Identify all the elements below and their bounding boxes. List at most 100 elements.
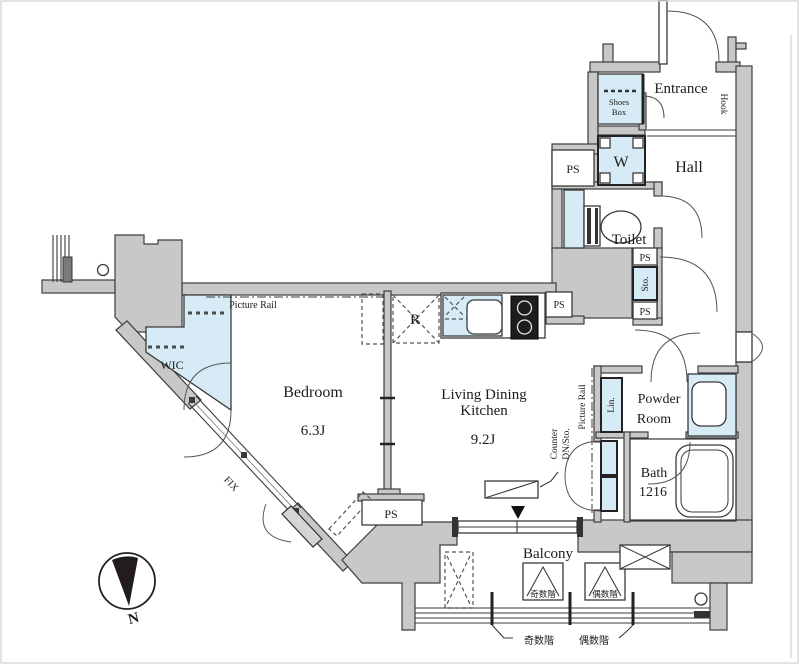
corridor-ldk-door-arc — [634, 329, 688, 383]
linen-cabinet — [600, 377, 623, 433]
odd-floor-note-label: 奇数階 — [524, 634, 554, 647]
toilet-tank-bar — [587, 208, 591, 244]
ps-label-1: PS — [566, 162, 579, 176]
pipe-space-box-3 — [632, 301, 658, 320]
kitchen-area — [361, 291, 573, 345]
powder-left-wall — [593, 365, 602, 443]
odd-floor-hatch-label: 奇数階 — [530, 589, 556, 599]
washer-pad — [599, 172, 611, 184]
pipe-space-box-bottom — [361, 499, 423, 526]
washer-pad — [632, 137, 644, 149]
fix-mullion — [241, 452, 247, 458]
side-window — [735, 331, 753, 363]
storage-stack — [632, 247, 718, 383]
stove — [510, 295, 539, 340]
bedroom-door-open-position — [328, 491, 372, 537]
odd-floor-leader — [491, 624, 513, 639]
ldk-right-wall-lower — [593, 509, 602, 523]
ldk-counter-diagonal — [484, 480, 539, 499]
bath-label: Bath — [641, 466, 667, 481]
bedroom-door-arc — [262, 503, 292, 543]
storage-box — [632, 266, 658, 301]
shoes-box-label-line1: Shoes — [609, 97, 629, 107]
ldk-size-label: 9.2J — [471, 432, 496, 448]
counter-label-line1: Counter — [550, 428, 560, 459]
ps-label-2: PS — [639, 253, 650, 264]
balcony-window-cap-right — [577, 517, 583, 537]
porch-right-wall — [727, 36, 737, 65]
ldk-storage-arc-upper — [564, 440, 602, 478]
labels: Entrance Hook Shoes Box Hall PS W Toilet… — [126, 81, 728, 647]
shoes-box — [597, 73, 644, 125]
balcony-drain-column — [694, 592, 708, 606]
hatch-square-even — [584, 562, 626, 601]
toilet-washlet-panel — [563, 189, 585, 249]
even-floor-leader — [618, 624, 634, 639]
fridge-space — [392, 294, 440, 344]
shoes-box-door-arc — [642, 95, 665, 119]
shoesbox-bottom-wall — [597, 125, 646, 136]
ldk-storage-door-lower — [600, 476, 618, 512]
counter-leader-line — [539, 471, 559, 488]
ps-label-3: PS — [639, 307, 650, 318]
west-block — [114, 234, 183, 333]
even-floor-hatch-label: 偶数階 — [592, 589, 618, 599]
hatch-triangle-odd — [526, 565, 560, 597]
hook-label: Hook — [718, 93, 728, 114]
entrance-door-arc — [666, 10, 720, 63]
ladder-diagonal1 — [446, 555, 471, 605]
wic-label: WIC — [160, 358, 183, 372]
ps-label-bottom: PS — [384, 507, 397, 521]
powder-room-label-line2: Room — [637, 412, 671, 427]
powder-door-arc — [650, 332, 701, 383]
pipe-space-box-4 — [545, 291, 573, 318]
wic-area — [145, 294, 232, 458]
hall-label: Hall — [675, 159, 703, 176]
north-label: N — [126, 610, 141, 628]
bedroom-size-label: 6.3J — [301, 423, 326, 439]
washer-pad — [599, 137, 611, 149]
side-window-arc — [752, 333, 763, 362]
railing-fitting — [694, 611, 710, 618]
fix-window — [187, 395, 302, 516]
hatch-triangle-even — [588, 565, 622, 597]
balcony-area — [415, 517, 710, 639]
ladder-diagonal2 — [446, 555, 471, 605]
entrance-top-wall-left — [589, 61, 661, 73]
bedroom-label: Bedroom — [283, 384, 343, 401]
ps-label-4: PS — [553, 300, 564, 311]
entrance-meter-stub — [602, 43, 614, 64]
north-arrow-icon — [98, 552, 156, 610]
fix-label: FIX — [221, 475, 241, 495]
right-wall-upper — [735, 65, 753, 333]
trellis-post — [62, 256, 73, 283]
bath-left-wall — [623, 431, 631, 523]
hatch-square-odd — [522, 562, 564, 601]
stove-burner — [516, 300, 533, 316]
ac-unit-x2 — [619, 544, 671, 570]
neighbor-structure — [52, 235, 110, 283]
fix-mullion — [189, 397, 195, 403]
wic-room — [145, 294, 232, 412]
stove-burner — [516, 319, 533, 335]
wic-door-arc-inner — [183, 362, 232, 411]
ldk-label-line2: Kitchen — [460, 403, 508, 419]
balcony-window-cap-left — [452, 517, 458, 537]
compass-needle — [112, 556, 138, 606]
exterior-column — [96, 263, 110, 277]
bath-room-outline — [629, 438, 737, 522]
washer-pad — [632, 172, 644, 184]
pipe-space-box-1 — [551, 149, 595, 187]
powder-bath-area — [600, 331, 763, 522]
bath-size-label: 1216 — [639, 485, 667, 500]
shoes-box-label-line2: Box — [612, 107, 627, 117]
picture-rail-label-ldk: Picture Rail — [578, 384, 588, 429]
wic-door-arc-outer — [183, 409, 232, 458]
toilet-door-arc — [659, 195, 703, 239]
toilet-label: Toilet — [612, 232, 648, 248]
porch-left-wall — [658, 0, 668, 65]
picture-rail-label-bedroom: Picture Rail — [229, 300, 277, 311]
